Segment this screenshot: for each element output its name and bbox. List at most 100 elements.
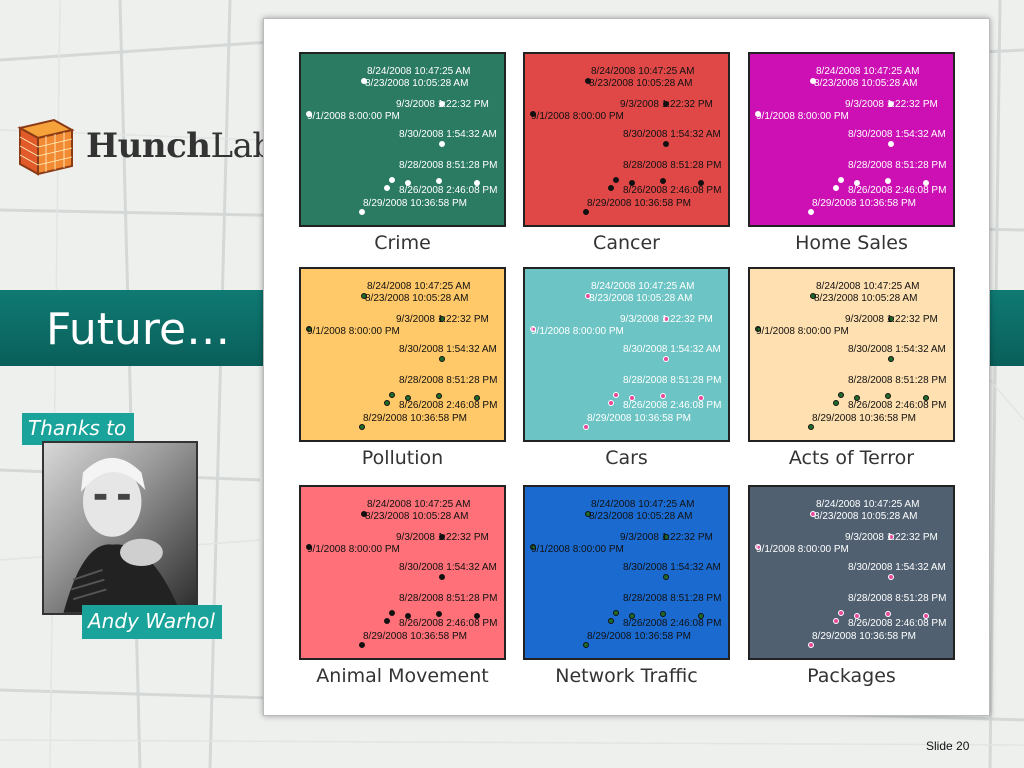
timestamp-label: 8/26/2008 2:46:08 PM (623, 618, 722, 629)
hunchlab-logo: HunchLab (14, 114, 274, 178)
event-marker (359, 642, 365, 648)
event-marker (885, 611, 891, 617)
event-marker (833, 185, 839, 191)
event-marker (439, 534, 445, 540)
timestamp-label: 8/23/2008 10:05:28 AM (365, 78, 469, 89)
panel-label: Pollution (361, 447, 444, 469)
event-marker (361, 511, 367, 517)
event-marker (663, 574, 669, 580)
event-marker (698, 395, 704, 401)
timestamp-label: 8/23/2008 10:05:28 AM (365, 293, 469, 304)
timestamp-label: 8/29/2008 10:36:58 PM (587, 413, 691, 424)
artist-photo (42, 441, 198, 615)
event-marker (808, 424, 814, 430)
timestamp-label: 8/26/2008 2:46:08 PM (848, 400, 947, 411)
event-marker (583, 209, 589, 215)
logo-wordmark: HunchLab (86, 126, 274, 166)
timestamp-label: 8/26/2008 2:46:08 PM (399, 185, 498, 196)
event-marker (663, 316, 669, 322)
event-marker (439, 316, 445, 322)
event-marker (888, 141, 894, 147)
event-marker (439, 574, 445, 580)
timestamp-label: 8/26/2008 2:46:08 PM (848, 185, 947, 196)
slide-number: Slide 20 (926, 739, 970, 753)
timestamp-label: 9/1/2008 8:00:00 PM (531, 111, 624, 122)
timestamp-label: 8/29/2008 10:36:58 PM (587, 198, 691, 209)
timestamp-label: 9/3/2008 1:22:32 PM (620, 532, 713, 543)
thanks-label: Thanks to (22, 413, 134, 445)
cube-logo-icon (17, 118, 75, 176)
event-marker (755, 111, 761, 117)
event-marker (405, 613, 411, 619)
event-marker (585, 293, 591, 299)
timestamp-label: 9/1/2008 8:00:00 PM (756, 326, 849, 337)
timestamp-label: 8/29/2008 10:36:58 PM (812, 198, 916, 209)
timestamp-label: 8/23/2008 10:05:28 AM (589, 293, 693, 304)
event-marker (660, 178, 666, 184)
timestamp-label: 9/1/2008 8:00:00 PM (307, 326, 400, 337)
timestamp-label: 8/29/2008 10:36:58 PM (363, 413, 467, 424)
event-marker (854, 613, 860, 619)
event-marker (405, 180, 411, 186)
event-marker (389, 177, 395, 183)
event-marker (660, 611, 666, 617)
event-marker (755, 544, 761, 550)
timestamp-label: 8/29/2008 10:36:58 PM (587, 631, 691, 642)
timestamp-label: 9/1/2008 8:00:00 PM (531, 544, 624, 555)
panel-label: Packages (807, 665, 896, 687)
event-marker (755, 326, 761, 332)
timestamp-label: 8/28/2008 8:51:28 PM (399, 160, 498, 171)
event-marker (833, 400, 839, 406)
timestamp-label: 8/24/2008 10:47:25 AM (591, 281, 695, 292)
panel-label: Animal Movement (316, 665, 489, 687)
portrait-illustration (63, 457, 181, 613)
event-marker (474, 395, 480, 401)
event-marker (583, 424, 589, 430)
event-marker (405, 395, 411, 401)
timestamp-label: 8/28/2008 8:51:28 PM (848, 160, 947, 171)
timestamp-label: 8/30/2008 1:54:32 AM (399, 129, 497, 140)
event-marker (608, 618, 614, 624)
event-marker (389, 610, 395, 616)
panel-label: Cars (605, 447, 648, 469)
timestamp-label: 8/30/2008 1:54:32 AM (848, 344, 946, 355)
event-marker (439, 356, 445, 362)
event-marker (583, 642, 589, 648)
event-marker (384, 185, 390, 191)
timestamp-label: 9/1/2008 8:00:00 PM (756, 544, 849, 555)
event-marker (306, 111, 312, 117)
event-marker (359, 424, 365, 430)
event-marker (663, 534, 669, 540)
event-marker (613, 610, 619, 616)
event-marker (629, 395, 635, 401)
event-marker (923, 613, 929, 619)
timestamp-label: 8/24/2008 10:47:25 AM (816, 499, 920, 510)
event-marker (923, 395, 929, 401)
event-marker (359, 209, 365, 215)
timestamp-label: 8/24/2008 10:47:25 AM (816, 66, 920, 77)
event-marker (810, 511, 816, 517)
timestamp-label: 8/23/2008 10:05:28 AM (589, 511, 693, 522)
timestamp-label: 9/3/2008 1:22:32 PM (396, 99, 489, 110)
event-marker (384, 400, 390, 406)
event-marker (629, 180, 635, 186)
event-marker (888, 316, 894, 322)
event-marker (613, 392, 619, 398)
timestamp-label: 8/26/2008 2:46:08 PM (848, 618, 947, 629)
timestamp-label: 8/28/2008 8:51:28 PM (848, 375, 947, 386)
timestamp-label: 8/30/2008 1:54:32 AM (623, 129, 721, 140)
timestamp-label: 8/23/2008 10:05:28 AM (814, 511, 918, 522)
timestamp-label: 8/24/2008 10:47:25 AM (367, 66, 471, 77)
timestamp-label: 8/24/2008 10:47:25 AM (591, 499, 695, 510)
timestamp-label: 8/29/2008 10:36:58 PM (812, 631, 916, 642)
event-marker (474, 180, 480, 186)
event-marker (613, 177, 619, 183)
event-marker (436, 611, 442, 617)
event-marker (833, 618, 839, 624)
event-marker (306, 326, 312, 332)
